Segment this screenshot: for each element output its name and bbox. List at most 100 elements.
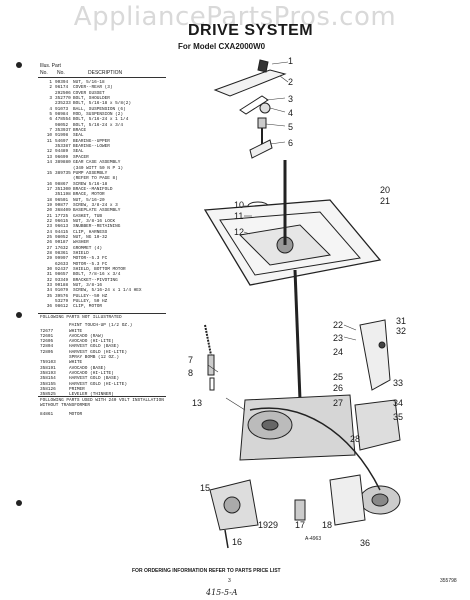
binder-hole-top bbox=[16, 62, 22, 68]
part-number: 72805 bbox=[40, 349, 54, 355]
part-number: 96613 bbox=[55, 224, 69, 230]
callout-number: 24 bbox=[333, 347, 344, 357]
part-illus-no: 10 bbox=[46, 133, 52, 139]
part-number: 389880 bbox=[55, 160, 71, 166]
part-description: SPRAY BOMB (12 OZ.) bbox=[69, 355, 120, 361]
part-number: 98612 bbox=[55, 304, 69, 310]
part-illus-no: 7 bbox=[49, 128, 52, 134]
part-description: AVOCADO (BASE) bbox=[69, 365, 106, 371]
section-heading: FOLLOWING PARTS USED WITH 240 VOLT INSTA… bbox=[40, 398, 164, 409]
table-row: 62633 MOTOR--5.3 FC bbox=[40, 262, 165, 267]
part-illus-no: 29 bbox=[46, 256, 52, 262]
callout-number: 19 bbox=[258, 520, 269, 530]
leader-23 bbox=[343, 336, 357, 341]
section-rule-2 bbox=[38, 396, 166, 397]
callout-number: 12 bbox=[234, 227, 245, 237]
part-number: 72677 bbox=[40, 328, 54, 334]
callout-number: 21 bbox=[380, 196, 391, 206]
part-number: 93349 bbox=[55, 277, 69, 283]
part-description: BRACE--MANIFOLD bbox=[73, 186, 113, 192]
part-description: BEARING--LOWER bbox=[73, 144, 110, 150]
part-description: BOLT, SHOULDER bbox=[73, 96, 110, 102]
part-illus-no: 17 bbox=[46, 186, 52, 192]
part-description: CLIP, MOTOR bbox=[73, 304, 102, 310]
part-illus-no: 32 bbox=[46, 277, 52, 283]
callout-number: 28 bbox=[350, 434, 361, 444]
part-number: 358193 bbox=[40, 370, 56, 376]
part-number: 53279 bbox=[55, 299, 69, 305]
part-number: 90394 bbox=[55, 80, 69, 85]
gearcase-pulley-hub bbox=[261, 419, 279, 431]
part-description: (REFER TO PAGE 8) bbox=[73, 176, 118, 182]
part-description: SHIELD, BOTTOM MOTOR bbox=[73, 267, 126, 273]
part-description: BOLT, 5/16-18 x 5/8(2) bbox=[73, 101, 131, 107]
part-illus-no: 25 bbox=[46, 234, 52, 240]
part-description: AVOCADO (HI-LITE) bbox=[69, 370, 114, 376]
part-illus-no: 28 bbox=[46, 251, 52, 256]
callout-number: 32 bbox=[396, 326, 407, 336]
screw-part bbox=[209, 377, 215, 391]
leader-12 bbox=[243, 231, 251, 235]
part-illus-no: 4 bbox=[49, 106, 52, 112]
part-description: CLIP, HARNESS bbox=[73, 229, 108, 235]
part-description: SCREW 5/16-18 bbox=[73, 181, 108, 187]
doc-code: 355798 bbox=[440, 578, 457, 584]
part-number: 351198 bbox=[55, 192, 71, 198]
part-number: 98984 bbox=[55, 112, 69, 118]
part-description: NUT, NG 10-32 bbox=[73, 234, 108, 240]
part-description: PRIMER bbox=[69, 386, 85, 392]
cover-rear-part bbox=[213, 69, 287, 97]
part-number: 62633 bbox=[55, 261, 69, 267]
bolt-part bbox=[257, 117, 267, 129]
snubber-part bbox=[207, 354, 215, 376]
callout-number: 4 bbox=[288, 108, 294, 118]
part-illus-no: 26 bbox=[46, 240, 52, 246]
part-number: 96615 bbox=[55, 218, 69, 224]
leader-13 bbox=[225, 397, 246, 411]
part-description: AVOCADO (HI-LITE) bbox=[69, 339, 114, 345]
part-number: 39576 bbox=[55, 293, 69, 299]
part-description: HARVEST GOLD (HI-LITE) bbox=[69, 349, 127, 355]
part-description: SEAL bbox=[73, 149, 84, 155]
nut-part bbox=[257, 59, 269, 73]
part-description: SCREW, 5/16-24 x 1 1/4 HEX bbox=[73, 288, 142, 294]
callout-number: 2 bbox=[288, 77, 294, 87]
part-illus-no: 11 bbox=[46, 138, 52, 144]
figure-label: A-4963 bbox=[305, 536, 322, 542]
part-number: 389735 bbox=[55, 170, 71, 176]
motor-pulley-hub bbox=[371, 493, 389, 507]
part-illus-no: 13 bbox=[46, 154, 52, 160]
part-number: 99997 bbox=[55, 256, 69, 262]
part-number: 98361 bbox=[55, 251, 69, 256]
page-number: 3 bbox=[228, 578, 231, 584]
part-description: MOTOR--5.3 FC bbox=[73, 261, 108, 267]
leader-4 bbox=[269, 107, 286, 113]
part-illus-no: 14 bbox=[46, 160, 52, 166]
page-title: DRIVE SYSTEM bbox=[188, 22, 314, 39]
part-number: 292506 bbox=[55, 90, 71, 96]
part-illus-no: 5 bbox=[49, 112, 52, 118]
part-number: 353387 bbox=[55, 144, 71, 150]
list-item: SPRAY BOMB (12 OZ.) bbox=[40, 355, 165, 360]
part-description: HARVEST GOLD (BASE) bbox=[69, 344, 120, 350]
part-description: WASHER bbox=[73, 240, 89, 246]
